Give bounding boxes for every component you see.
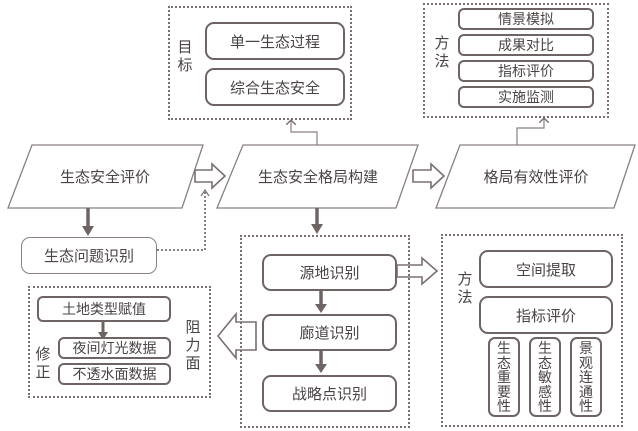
node-pattern-effectiveness: 格局有效性评价: [483, 167, 589, 186]
resistance-base-item: 土地类型赋值: [37, 296, 171, 322]
arrow-down-2: [311, 224, 323, 234]
connector-to-eval-methods: [516, 118, 544, 145]
goals-label: 目标: [177, 38, 193, 74]
node-pattern-construction: 生态安全格局构建: [257, 167, 378, 186]
resistance-group: [28, 286, 211, 398]
hollow-arrow-3: [396, 256, 439, 286]
correction-item: 不透水面数据: [58, 363, 171, 385]
construction-steps-group: [240, 235, 410, 428]
eval-method-item: 指标评价: [458, 60, 594, 82]
indicator-eco-sensitivity: 生态敏感性: [529, 337, 561, 417]
arrow-down-5: [98, 332, 108, 340]
indicator-landscape-connectivity: 景观连通性: [570, 337, 602, 417]
correction-label: 修正: [35, 345, 51, 381]
eval-methods-label: 方法: [434, 34, 450, 70]
arrow-down-4: [315, 364, 327, 373]
resistance-label: 阻力面: [185, 318, 201, 372]
indicator-eco-importance: 生态重要性: [488, 337, 520, 417]
node-pattern-construction-shape: [216, 144, 419, 209]
construction-step-source: 源地识别: [262, 254, 397, 291]
dotted-feedback: [157, 190, 206, 251]
hollow-arrow-1: [194, 162, 227, 190]
node-problem-identification: 生态问题识别: [21, 237, 157, 274]
goal-item: 单一生态过程: [205, 22, 345, 60]
eval-method-item: 成果对比: [458, 34, 594, 56]
source-methods-label: 方法: [457, 270, 473, 306]
goal-item: 综合生态安全: [205, 68, 345, 106]
node-eco-security-eval: 生态安全评价: [59, 167, 150, 186]
construction-step-strategic-point: 战略点识别: [262, 375, 397, 412]
goals-group: [168, 6, 352, 120]
connector-to-goals: [291, 120, 318, 145]
correction-item: 夜间灯光数据: [58, 337, 171, 359]
node-eco-security-eval-shape: [7, 144, 204, 209]
arrow-down-3: [315, 304, 327, 313]
construction-step-corridor: 廊道识别: [262, 314, 397, 351]
node-pattern-effectiveness-shape: [435, 144, 636, 209]
arrow-down-1: [82, 226, 94, 236]
source-method-item: 空间提取: [479, 250, 613, 288]
eval-method-item: 实施监测: [458, 86, 594, 108]
eval-method-item: 情景模拟: [458, 8, 594, 30]
source-method-item: 指标评价: [479, 296, 613, 334]
eval-methods-group: [423, 3, 609, 118]
hollow-arrow-4: [216, 311, 257, 361]
hollow-arrow-2: [412, 162, 446, 190]
source-methods-group: [441, 234, 623, 427]
